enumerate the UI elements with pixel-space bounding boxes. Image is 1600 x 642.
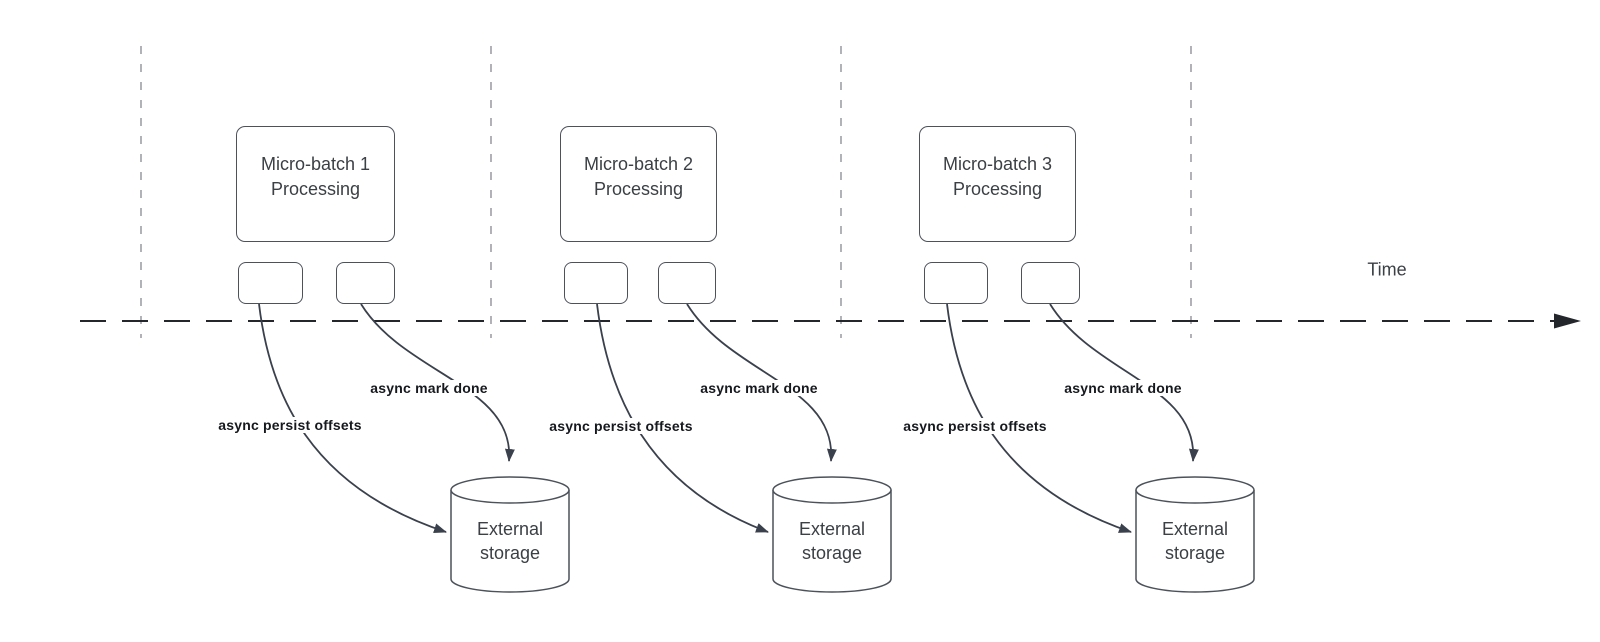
mark-done-label-3: async mark done <box>1061 380 1185 396</box>
persist-offsets-arrow-1 <box>258 303 447 533</box>
time-axis-arrowhead-icon <box>1554 313 1581 329</box>
persist-offsets-label-2: async persist offsets <box>546 418 696 434</box>
micro-batch-box-1: Micro-batch 1 Processing <box>236 126 395 242</box>
storage-label-1: External storage <box>476 519 544 563</box>
task-box-1-right <box>336 262 395 304</box>
storage-label-3: External storage <box>1161 519 1229 563</box>
storage-cylinder-2 <box>772 476 892 593</box>
task-box-2-right <box>658 262 716 304</box>
micro-batch-box-2: Micro-batch 2 Processing <box>560 126 717 242</box>
task-box-2-left <box>564 262 628 304</box>
persist-offsets-arrow-2 <box>596 303 769 533</box>
task-box-1-left <box>238 262 303 304</box>
micro-batch-box-3: Micro-batch 3 Processing <box>919 126 1076 242</box>
persist-offsets-arrow-3 <box>946 303 1132 533</box>
mark-done-label-2: async mark done <box>697 380 821 396</box>
storage-cylinder-1 <box>450 476 570 593</box>
task-box-3-right <box>1021 262 1080 304</box>
persist-offsets-label-3: async persist offsets <box>900 418 1050 434</box>
storage-cylinder-3 <box>1135 476 1255 593</box>
task-box-3-left <box>924 262 988 304</box>
time-label: Time <box>1367 259 1407 280</box>
mark-done-label-1: async mark done <box>367 380 491 396</box>
persist-offsets-label-1: async persist offsets <box>215 417 365 433</box>
storage-label-2: External storage <box>798 519 866 563</box>
